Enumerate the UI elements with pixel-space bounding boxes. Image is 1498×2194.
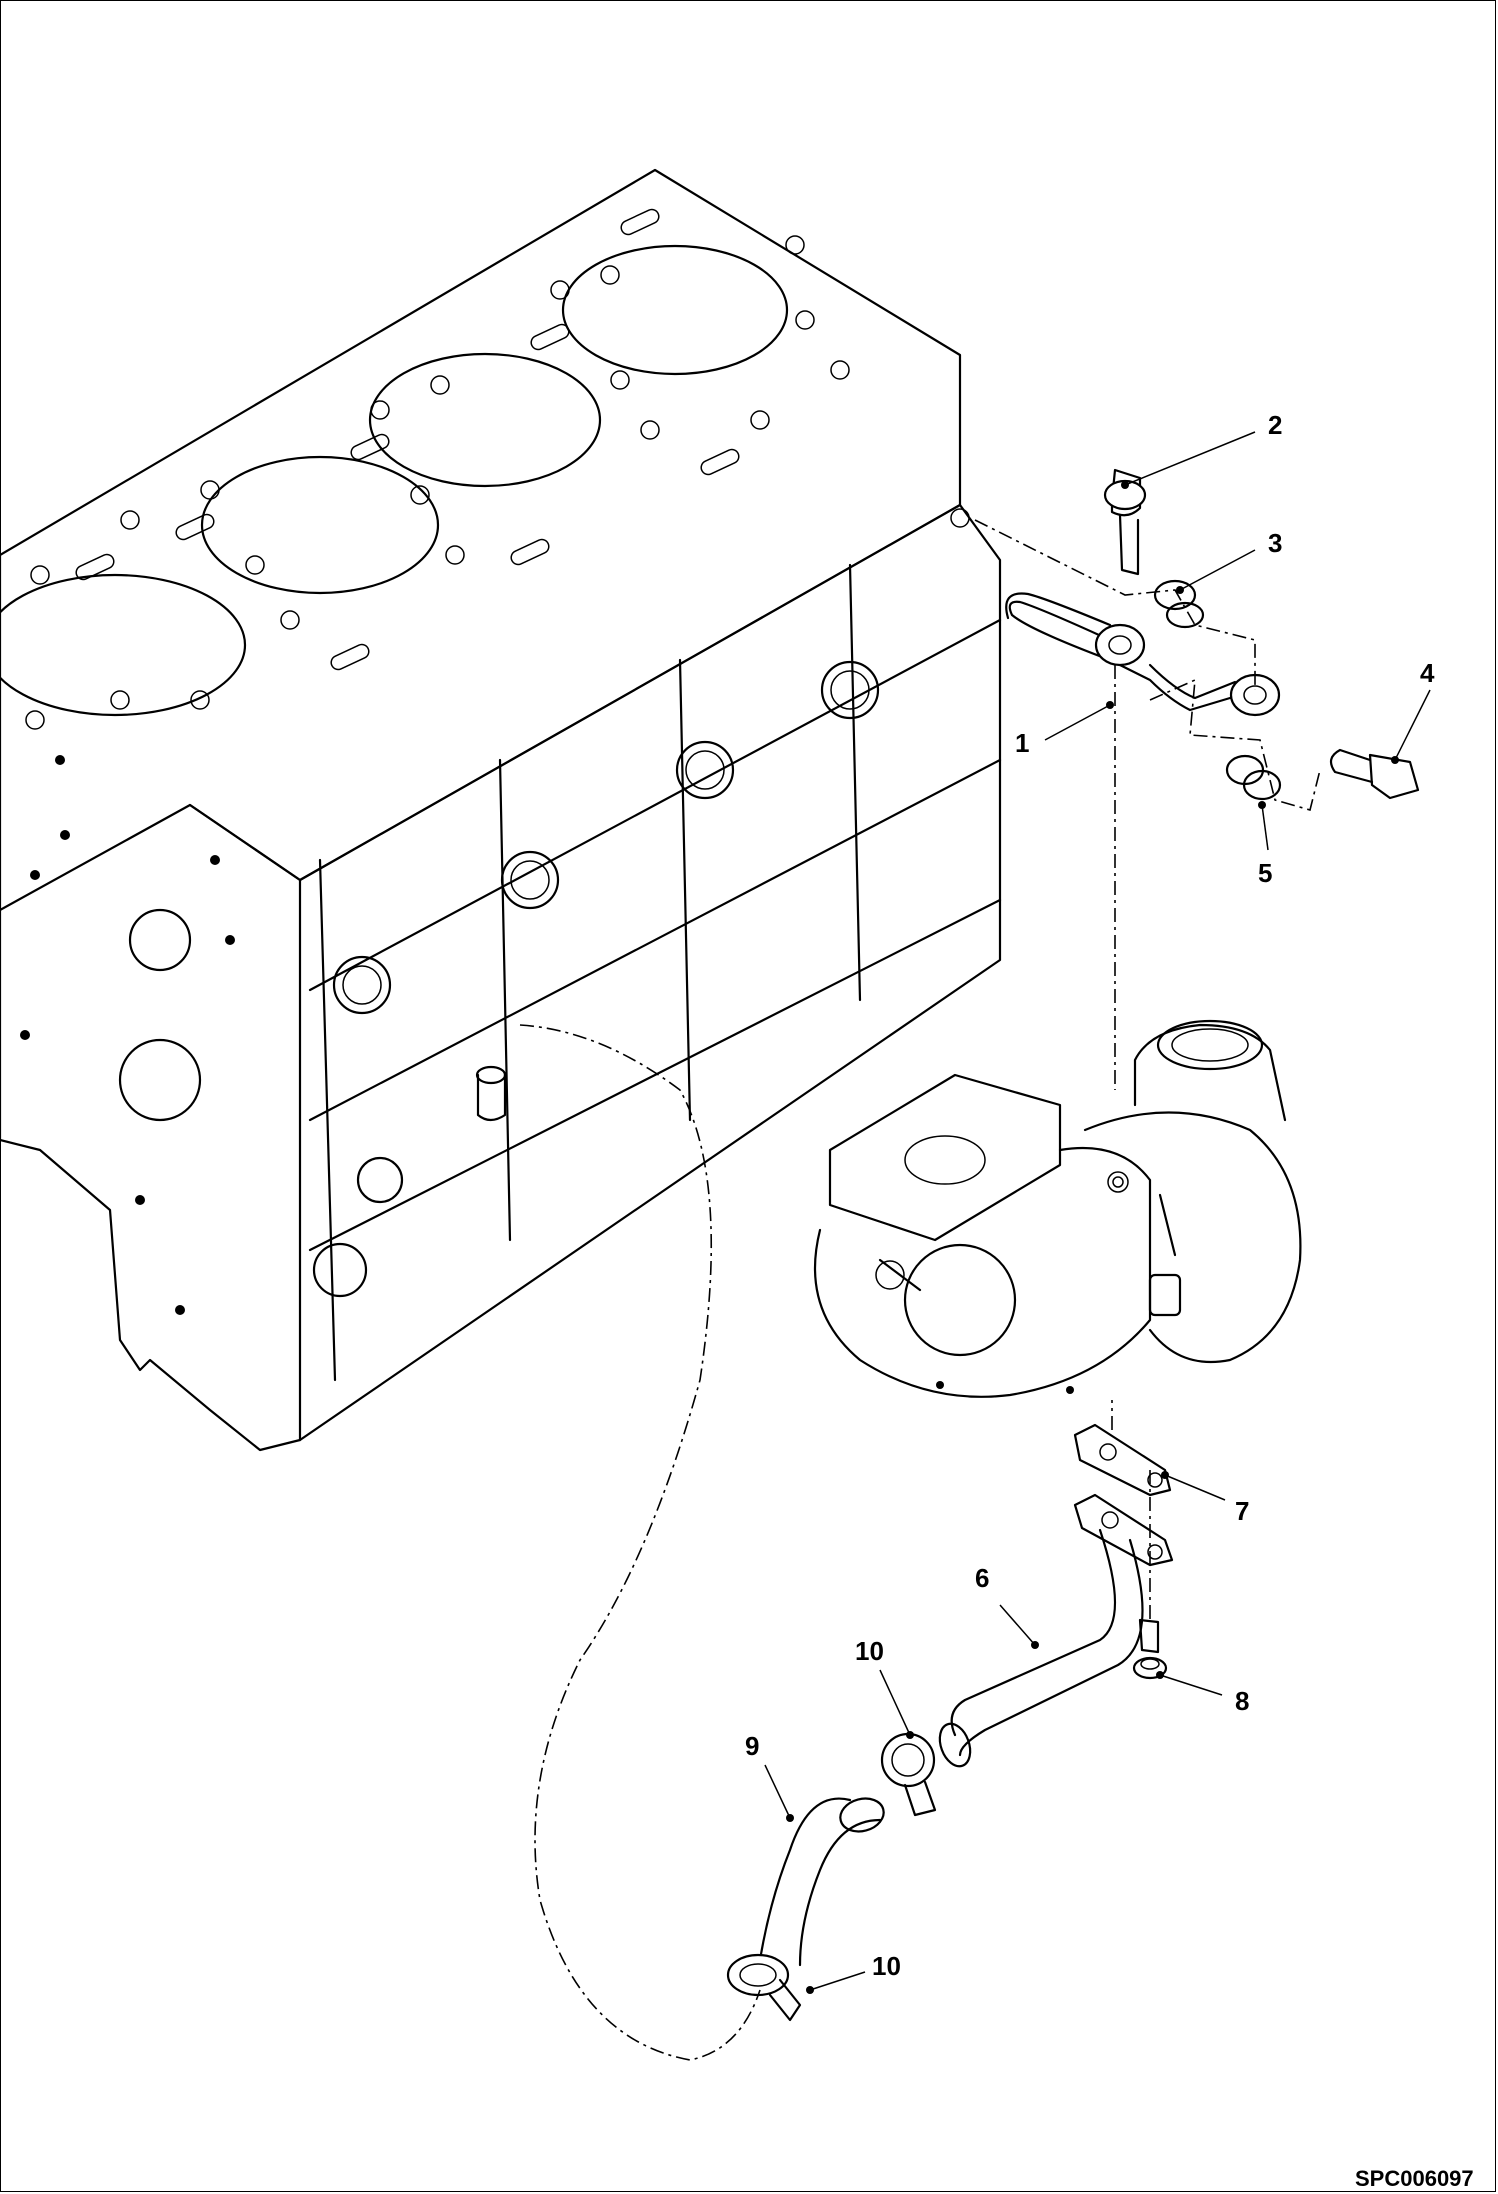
callout-5: 5 (1258, 858, 1272, 888)
assembly-centerlines (519, 519, 1321, 2061)
reference-code: SPC006097 (1355, 2166, 1474, 2191)
callout-8: 8 (1235, 1686, 1249, 1716)
callout-3: 3 (1268, 528, 1282, 558)
turbocharger (813, 1019, 1302, 1398)
oil-return-assembly (726, 1423, 1174, 2022)
callout-leaders (764, 431, 1431, 1994)
callout-2: 2 (1268, 410, 1282, 440)
oil-feed-pipe-assembly (1005, 468, 1420, 801)
callout-7: 7 (1235, 1496, 1249, 1526)
callout-6: 6 (975, 1563, 989, 1593)
callout-10-upper: 10 (855, 1636, 884, 1666)
callout-1: 1 (1015, 728, 1029, 758)
callout-9: 9 (745, 1731, 759, 1761)
callout-4: 4 (1420, 658, 1435, 688)
engine-block (0, 168, 1002, 1452)
callout-labels: 1 2 3 4 5 6 7 8 9 10 10 (745, 410, 1435, 1981)
callout-10-lower: 10 (872, 1951, 901, 1981)
